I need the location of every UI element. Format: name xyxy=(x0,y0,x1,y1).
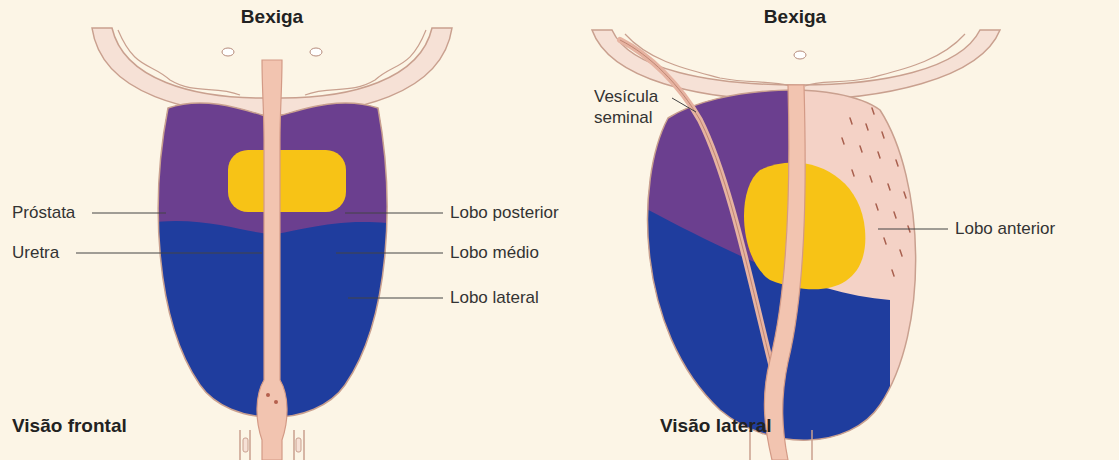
middle-lobe xyxy=(228,150,346,212)
ureteral-orifice xyxy=(310,48,322,56)
bladder-fold xyxy=(118,30,240,95)
organ-label: Bexiga xyxy=(241,6,303,27)
part-label: Vesícula seminal xyxy=(594,86,678,128)
leader-line xyxy=(76,253,262,254)
urethra xyxy=(257,60,287,460)
part-label: Lobo posterior xyxy=(450,202,559,223)
duct-opening xyxy=(266,393,270,397)
leader-line xyxy=(336,253,443,254)
leader-line xyxy=(345,213,443,214)
view-caption: Visão frontal xyxy=(12,415,127,436)
part-label: Lobo lateral xyxy=(450,287,539,308)
part-label: Lobo anterior xyxy=(955,218,1055,239)
part-label: Lobo médio xyxy=(450,242,539,263)
bladder-fold xyxy=(805,34,965,86)
ureteral-orifice xyxy=(794,51,806,59)
urethra xyxy=(764,85,805,460)
ureteral-orifice xyxy=(222,48,234,56)
organ-label: Bexiga xyxy=(764,6,826,27)
bladder-fold xyxy=(305,30,426,95)
duct-opening xyxy=(274,400,278,404)
view-caption: Visão lateral xyxy=(660,415,772,436)
frontal-view xyxy=(92,28,452,460)
part-label: Próstata xyxy=(12,202,75,223)
leader-line xyxy=(878,229,948,230)
leader-line xyxy=(348,298,443,299)
leader-line xyxy=(672,98,696,112)
anterior-lobe xyxy=(600,60,960,460)
lateral-view xyxy=(592,30,1000,460)
sphincter xyxy=(296,438,301,452)
part-label: Uretra xyxy=(12,242,59,263)
sphincter xyxy=(243,438,248,452)
leader-lines xyxy=(76,98,948,298)
leader-line xyxy=(92,213,166,214)
sphincter xyxy=(240,430,304,460)
